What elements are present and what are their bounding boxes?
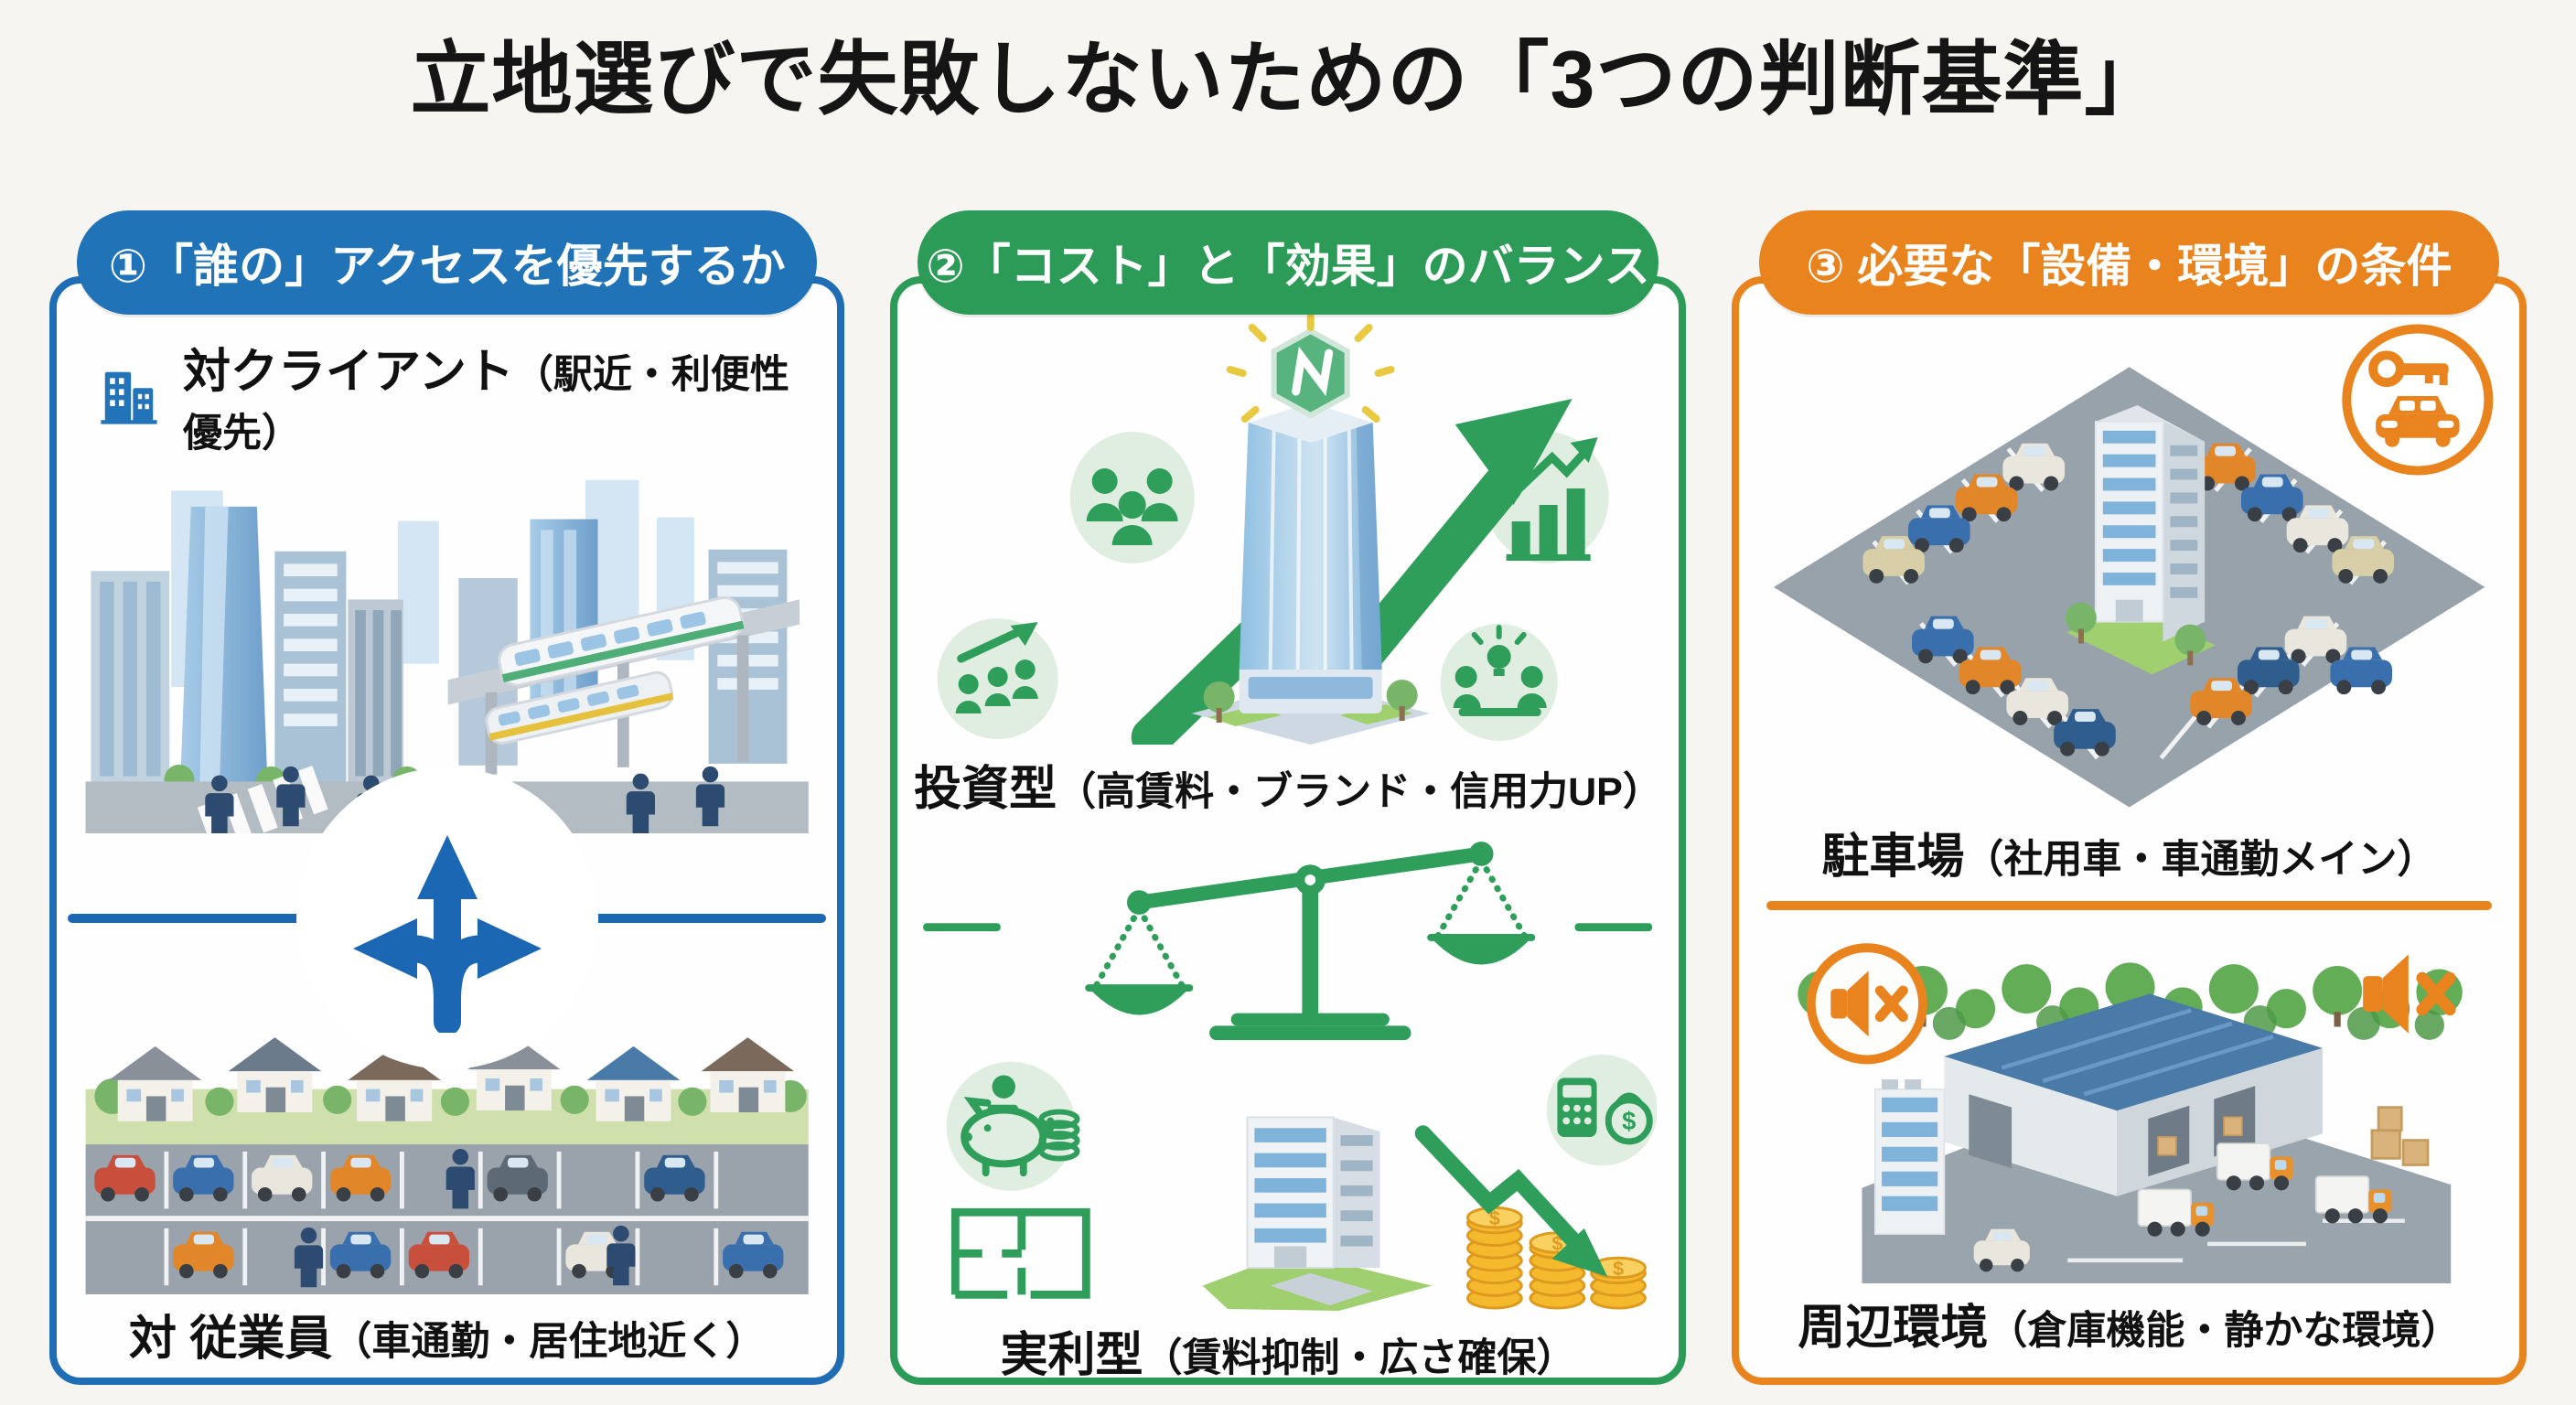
balance-divider — [897, 822, 1678, 1047]
central-office-building — [2094, 404, 2205, 642]
office-building-icon — [1246, 1116, 1380, 1269]
employee-label: 対 従業員（車通勤・居住地近く） — [128, 1313, 766, 1366]
team-icon — [1086, 468, 1178, 545]
svg-text:$: $ — [1552, 1232, 1563, 1254]
client-label: 対クライアント（駅近・利便性優先） — [183, 346, 789, 456]
bar-chart-up-icon — [1506, 437, 1598, 561]
orange-divider-line — [1766, 901, 2492, 910]
residential-illustration — [80, 1003, 813, 1294]
three-way-arrow-icon — [352, 835, 542, 1033]
panel-access-header-text: ①「誰の」アクセスを優先するか — [108, 241, 786, 292]
city-illustration — [80, 467, 813, 833]
panel-cost-header-pill: ②「コスト」と「効果」のバランス — [918, 210, 1658, 315]
svg-text:$: $ — [1489, 1207, 1500, 1229]
investment-label: 投資型（高賃料・ブランド・信用力UP） — [914, 763, 1662, 816]
panel-facilities-header-pill: ③ 必要な「設備・環境」の条件 — [1758, 210, 2499, 315]
idea-meeting-icon — [1453, 625, 1547, 716]
page-title: 立地選びで失敗しないための「3つの判断基準」 — [410, 34, 2166, 124]
car-key-icon — [2341, 324, 2494, 476]
parking-illustration — [1761, 311, 2497, 812]
down-trend-arrow-icon — [1415, 1125, 1586, 1253]
panel-facilities-header-text: ③ 必要な「設備・環境」の条件 — [1806, 241, 2453, 292]
svg-text:$: $ — [1613, 1258, 1624, 1280]
svg-text:$: $ — [1622, 1107, 1636, 1135]
parking-label: 駐車場（社用車・車通勤メイン） — [1821, 831, 2437, 884]
panel-access-header-pill: ①「誰の」アクセスを優先するか — [77, 210, 818, 315]
panel-access: ①「誰の」アクセスを優先するか 対クライアント（駅近・利便性優先） — [49, 210, 845, 1385]
floor-plan-icon — [951, 1207, 1091, 1299]
warehouse-illustration — [1761, 925, 2497, 1283]
piggy-bank-icon — [961, 1075, 1080, 1177]
warehouse-building — [1944, 993, 2323, 1196]
panels-row: ①「誰の」アクセスを優先するか 対クライアント（駅近・利便性優先） — [49, 210, 2527, 1385]
client-label-row: 対クライアント（駅近・利便性優先） — [97, 333, 811, 458]
environment-label: 周辺環境（倉庫機能・静かな環境） — [1798, 1302, 2461, 1355]
pragmatic-illustration: $ $ $ $ — [919, 1051, 1657, 1311]
people-growth-icon — [955, 622, 1038, 713]
panel-cost-header-text: ②「コスト」と「効果」のバランス — [926, 241, 1650, 292]
mute-speaker-icon — [1806, 943, 1927, 1065]
investment-illustration — [916, 315, 1659, 745]
pragmatic-label: 実利型（賃料抑制・広さ確保） — [1000, 1329, 1576, 1382]
balance-scale-icon — [923, 842, 1653, 1041]
access-divider — [57, 767, 837, 1069]
calculator-money-bag-icon: $ — [1557, 1078, 1654, 1145]
office-buildings-icon — [101, 371, 157, 424]
panel-facilities: ③ 必要な「設備・環境」の条件 — [1731, 210, 2527, 1385]
office-annex-building — [1873, 1079, 1945, 1235]
three-way-arrow-badge — [295, 767, 598, 1069]
panel-cost-effect: ②「コスト」と「効果」のバランス — [890, 210, 1686, 1385]
